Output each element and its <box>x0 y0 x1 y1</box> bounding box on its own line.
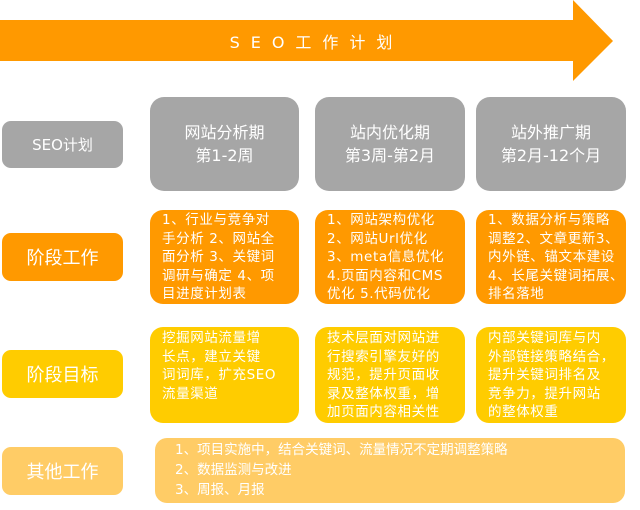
phase-name: 网站分析期 <box>184 123 265 142</box>
text-line: 目进度计划表 <box>162 286 247 302</box>
text-line: 词词库，扩充SEO <box>162 367 277 383</box>
text-line: 4、长尾关键词拓展、 <box>488 267 625 284</box>
stage-work-analysis: 1、行业与竞争对 手分析 2、网站全 面分析 3、关键词 调研与确定 4、项 目… <box>150 210 299 304</box>
text-line: 1、网站架构优化 <box>327 212 435 228</box>
text-line: 优化 5.代码优化 <box>327 286 431 302</box>
phase-name: 站外推广期 <box>510 123 591 142</box>
text-line: 1、数据分析与策略 <box>488 212 610 228</box>
stage-work-onsite: 1、网站架构优化 2、网站Url优化 3、meta信息优化 4.页面内容和CMS… <box>315 210 465 304</box>
row-label-other-work: 其他工作 <box>2 447 123 495</box>
page-title: SEO工作计划 <box>229 32 404 52</box>
text-line: 手分析 2、网站全 <box>162 230 275 247</box>
header-arrow: SEO工作计划 <box>0 0 640 82</box>
text-line: 内外链、锚文本建设 <box>488 249 615 265</box>
text-line: 3、周报、月报 <box>175 482 265 498</box>
text-line: 行搜索引擎友好的 <box>327 348 440 365</box>
text-line: 提升关键词排名及 <box>488 367 601 383</box>
phase-name: 站内优化期 <box>349 123 430 142</box>
arrow-right-icon <box>0 0 613 81</box>
text-line: 1、项目实施中，结合关键词、流量情况不定期调整策略 <box>175 442 508 458</box>
other-work-box: 1、项目实施中，结合关键词、流量情况不定期调整策略 2、数据监测与改进 3、周报… <box>155 438 625 503</box>
text-line: 挖掘网站流量增 <box>162 330 261 346</box>
text-line: 排名落地 <box>488 286 545 302</box>
text-line: 2、网站Url优化 <box>327 230 428 247</box>
stage-work-offsite: 1、数据分析与策略 调整2、文章更新3、 内外链、锚文本建设 4、长尾关键词拓展… <box>476 210 626 304</box>
text-line: 内部关键词库与内 <box>488 330 601 346</box>
text-line: 调研与确定 4、项 <box>162 267 275 284</box>
text-line: 流量渠道 <box>162 385 219 402</box>
text-line: 技术层面对网站进 <box>327 330 440 346</box>
text-line: 外部链接策略结合， <box>488 348 615 365</box>
row-label-stage-goal: 阶段目标 <box>2 350 123 398</box>
text-line: 规范，提升页面收 <box>327 367 440 383</box>
phase-period: 第3周-第2月 <box>344 146 436 165</box>
text-line: 1、行业与竞争对 <box>162 212 270 228</box>
phase-onsite: 站内优化期 第3周-第2月 <box>315 97 465 191</box>
phase-analysis: 网站分析期 第1-2周 <box>150 97 299 191</box>
text-line: 加页面内容相关性 <box>327 404 440 420</box>
row-label-stage-work: 阶段工作 <box>2 233 123 281</box>
text-line: 3、meta信息优化 <box>327 249 445 265</box>
text-line: 长点，建立关键 <box>162 348 261 365</box>
text-line: 竞争力，提升网站 <box>488 385 601 402</box>
phase-period: 第1-2周 <box>195 146 254 165</box>
text-line: 录及整体权重，增 <box>327 385 440 402</box>
row-label-seo-plan: SEO计划 <box>2 121 123 168</box>
text-line: 面分析 3、关键词 <box>162 249 275 265</box>
text-line: 的整体权重 <box>488 404 559 420</box>
text-line: 调整2、文章更新3、 <box>488 230 620 247</box>
phase-period: 第2月-12个月 <box>500 146 602 165</box>
stage-goal-analysis: 挖掘网站流量增 长点，建立关键 词词库，扩充SEO 流量渠道 <box>150 327 299 423</box>
text-line: 4.页面内容和CMS <box>327 267 444 284</box>
text-line: 2、数据监测与改进 <box>175 462 292 478</box>
stage-goal-offsite: 内部关键词库与内 外部链接策略结合， 提升关键词排名及 竞争力，提升网站 的整体… <box>476 327 626 423</box>
stage-goal-onsite: 技术层面对网站进 行搜索引擎友好的 规范，提升页面收 录及整体权重，增 加页面内… <box>315 327 465 423</box>
phase-offsite: 站外推广期 第2月-12个月 <box>476 97 626 191</box>
